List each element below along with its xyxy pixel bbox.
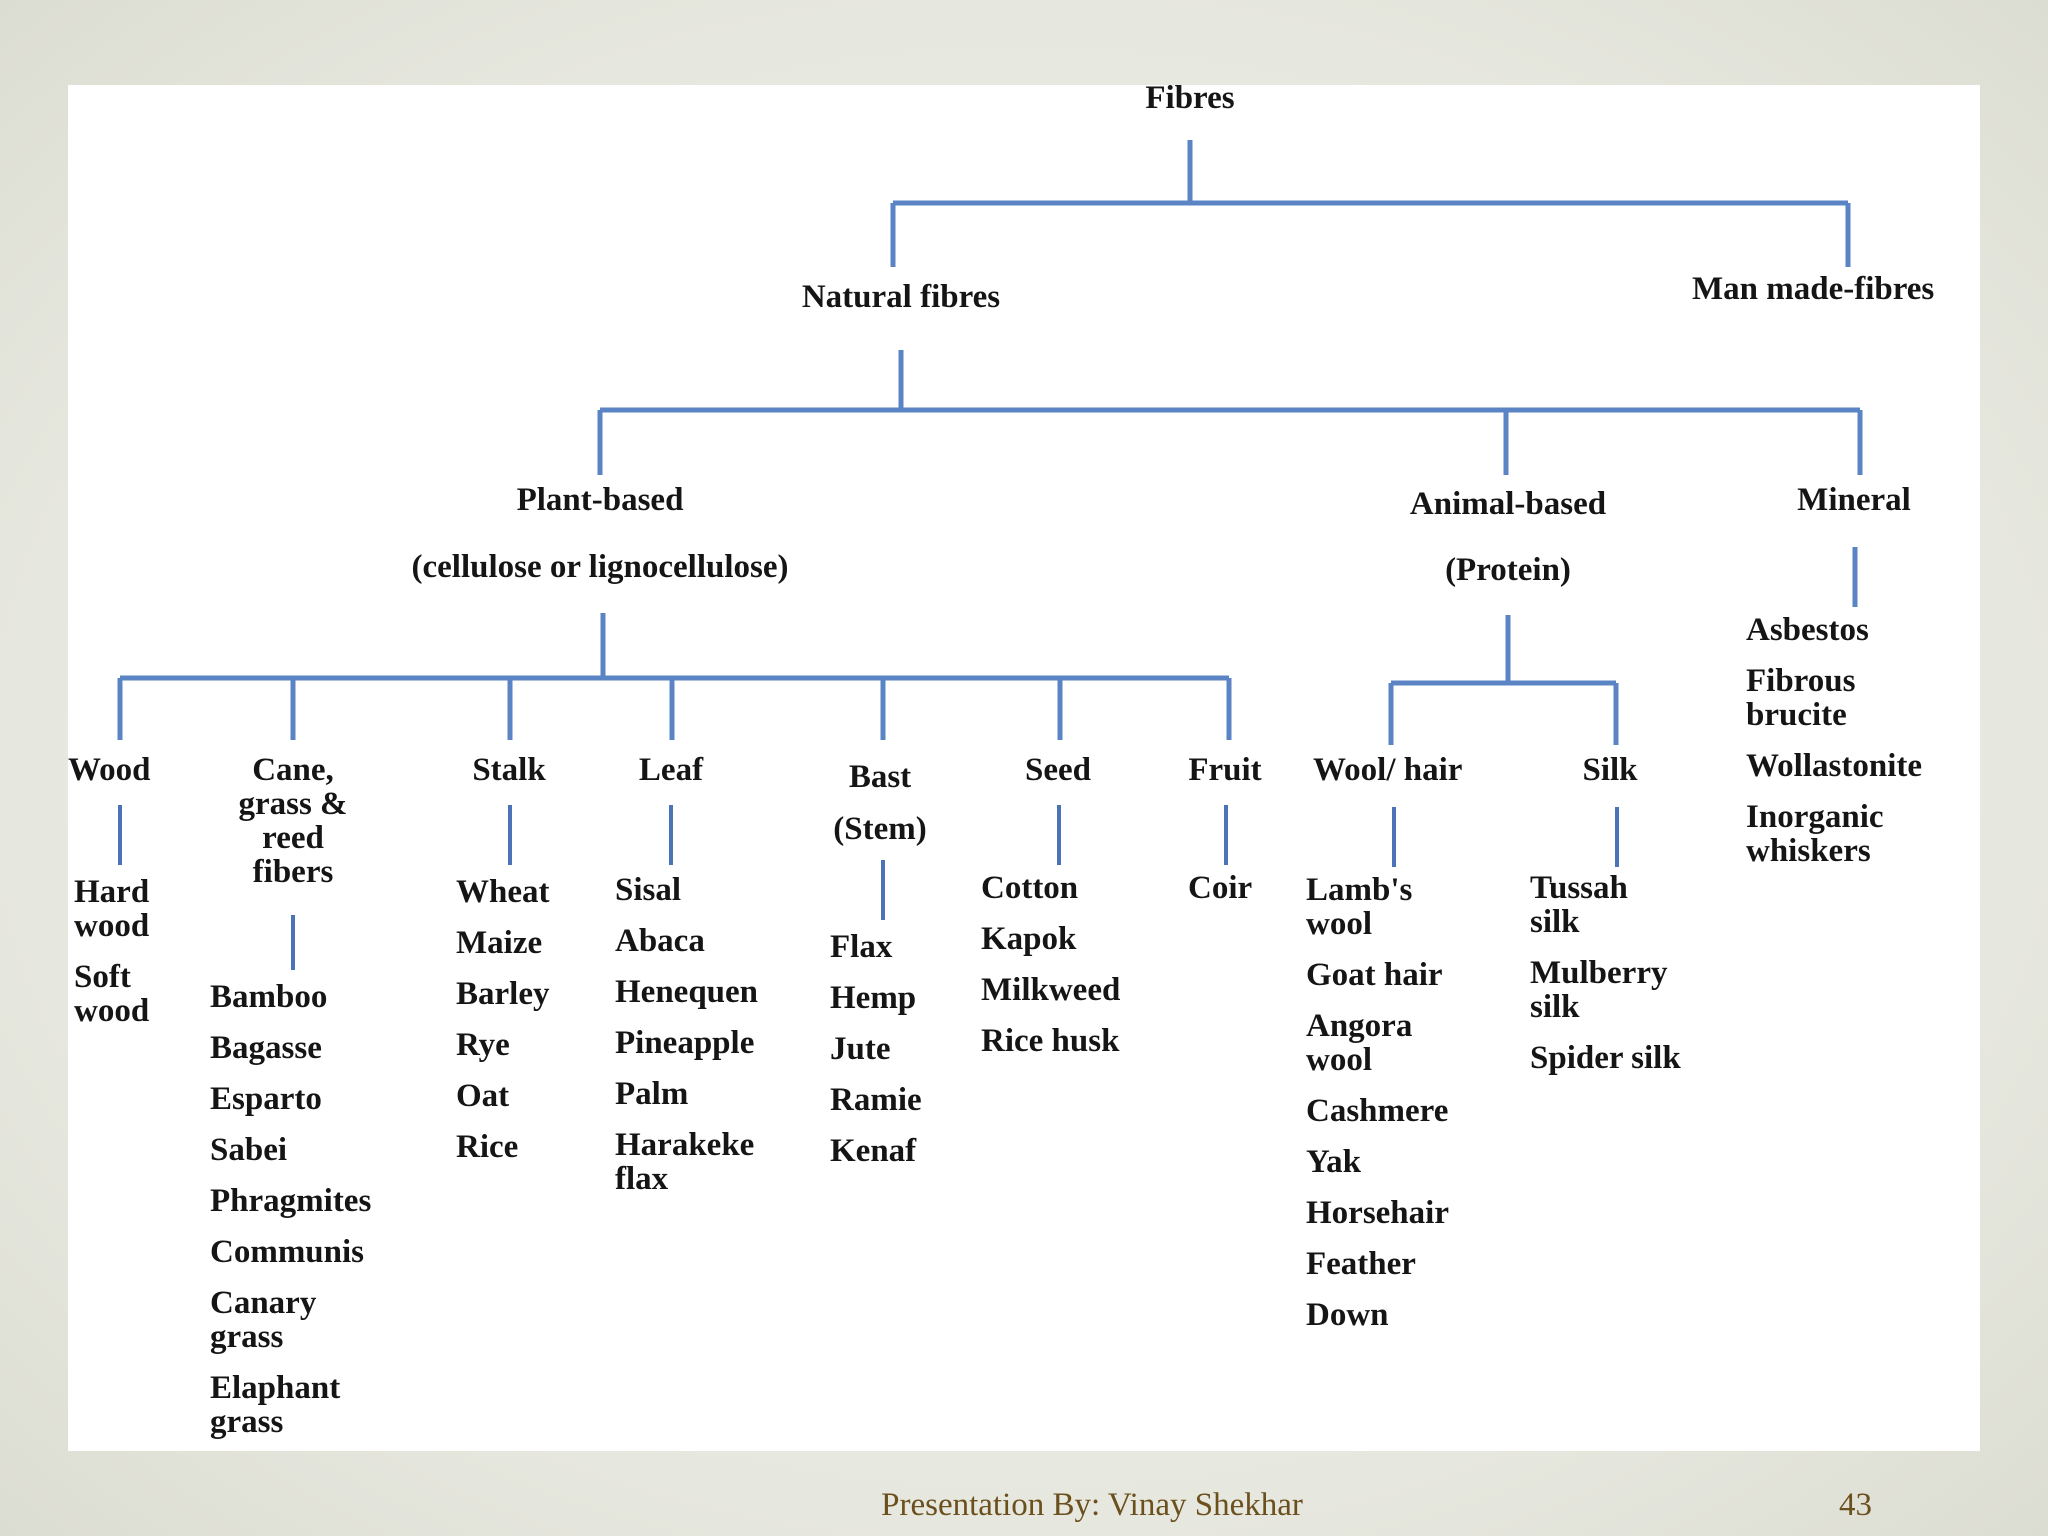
list-item: Bagasse	[210, 1030, 322, 1066]
list-item: Cashmere	[1306, 1093, 1449, 1129]
node-plant-based: Plant-based	[516, 482, 684, 518]
node-animal-based: Animal-based	[1409, 486, 1607, 522]
list-item: Pineapple	[615, 1025, 755, 1061]
list-item: Goat hair	[1306, 957, 1443, 993]
list-item: Wollastonite	[1746, 748, 1923, 784]
category-cane-grass-reed: Cane, grass & reed fibers	[238, 752, 348, 890]
list-item: Feather	[1306, 1246, 1416, 1282]
list-item: Down	[1306, 1297, 1389, 1333]
list-item: Elaphant grass	[210, 1370, 341, 1440]
category-leaf: Leaf	[638, 752, 704, 788]
list-item: Palm	[615, 1076, 689, 1112]
node-mineral: Mineral	[1797, 482, 1911, 518]
node-plant-based-subtitle: (cellulose or lignocellulose)	[411, 549, 789, 585]
list-item: Sabei	[210, 1132, 288, 1168]
list-item: Mulberry silk	[1530, 955, 1668, 1025]
list-item: Spider silk	[1530, 1040, 1681, 1076]
list-fruit: Coir	[1188, 871, 1252, 922]
footer-presenter: Presentation By: Vinay Shekhar	[881, 1487, 1303, 1523]
list-item: Asbestos	[1746, 612, 1869, 648]
node-manmade-fibres: Man made-fibres	[1692, 271, 1935, 307]
list-item: Rye	[456, 1027, 510, 1063]
list-item: Lamb's wool	[1306, 872, 1413, 942]
list-item: Harakeke flax	[615, 1127, 755, 1197]
list-item: Cotton	[981, 870, 1079, 906]
category-bast-stem: Bast (Stem)	[833, 759, 927, 847]
node-animal-based-subtitle: (Protein)	[1445, 552, 1571, 588]
list-item: Kapok	[981, 921, 1077, 957]
node-natural-fibres: Natural fibres	[801, 279, 1001, 315]
list-item: Kenaf	[830, 1133, 917, 1169]
list-item: Canary grass	[210, 1285, 317, 1355]
list-item: Abaca	[615, 923, 705, 959]
list-item: Flax	[830, 929, 893, 965]
list-item: Oat	[456, 1078, 510, 1114]
list-item: Coir	[1188, 870, 1253, 906]
list-item: Tussah silk	[1530, 870, 1628, 940]
list-item: Wheat	[456, 874, 550, 910]
category-silk: Silk	[1582, 752, 1638, 788]
category-fruit: Fruit	[1188, 752, 1262, 788]
list-item: Jute	[830, 1031, 891, 1067]
list-item: Inorganic whiskers	[1746, 799, 1884, 869]
list-item: Soft wood	[74, 959, 150, 1029]
list-item: Rice	[456, 1129, 519, 1165]
node-fibres: Fibres	[1145, 80, 1235, 116]
list-item: Barley	[456, 976, 550, 1012]
list-item: Maize	[456, 925, 543, 961]
list-item: Communis	[210, 1234, 365, 1270]
list-item: Sisal	[615, 872, 682, 908]
list-item: Bamboo	[210, 979, 328, 1015]
category-wood: Wood	[68, 752, 151, 788]
category-seed: Seed	[1025, 752, 1091, 788]
category-stalk: Stalk	[472, 752, 546, 788]
list-item: Yak	[1306, 1144, 1362, 1180]
list-item: Esparto	[210, 1081, 322, 1117]
list-item: Hemp	[830, 980, 917, 1016]
list-item: Milkweed	[981, 972, 1121, 1008]
list-item: Rice husk	[981, 1023, 1120, 1059]
page-number: 43	[1839, 1487, 1872, 1523]
tree-connector-lines	[117, 140, 1863, 970]
list-item: Horsehair	[1306, 1195, 1449, 1231]
list-item: Fibrous brucite	[1746, 663, 1856, 733]
category-wool-hair: Wool/ hair	[1313, 752, 1463, 788]
list-item: Angora wool	[1306, 1008, 1413, 1078]
list-item: Hard wood	[74, 874, 150, 944]
list-item: Ramie	[830, 1082, 922, 1118]
list-item: Phragmites	[210, 1183, 372, 1219]
list-item: Henequen	[615, 974, 759, 1010]
slide: Fibres Natural fibres Man made-fibres Pl…	[68, 81, 1980, 1523]
